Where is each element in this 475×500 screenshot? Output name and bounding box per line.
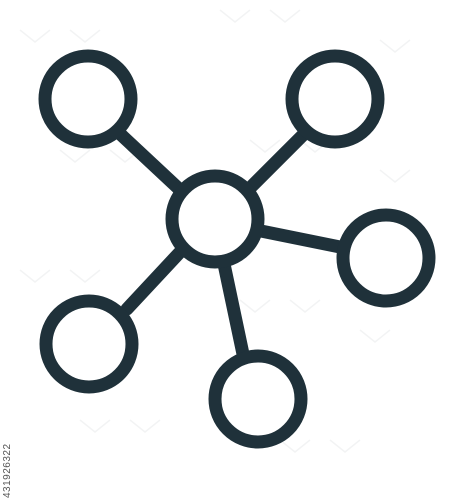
connector-line-right	[254, 224, 347, 254]
connector-line-top-left	[110, 124, 185, 195]
node-top-right	[285, 49, 385, 149]
stock-id-label: 431926322	[2, 443, 13, 498]
connector-line-top-right	[243, 127, 311, 195]
node-bottom	[208, 349, 308, 449]
node-right	[336, 208, 436, 308]
node-top-left	[38, 49, 138, 149]
node-bottom-left	[39, 294, 139, 394]
connector-line-bottom	[217, 257, 250, 361]
hub-center-node	[165, 169, 265, 269]
connector-line-bottom-left	[120, 243, 189, 316]
